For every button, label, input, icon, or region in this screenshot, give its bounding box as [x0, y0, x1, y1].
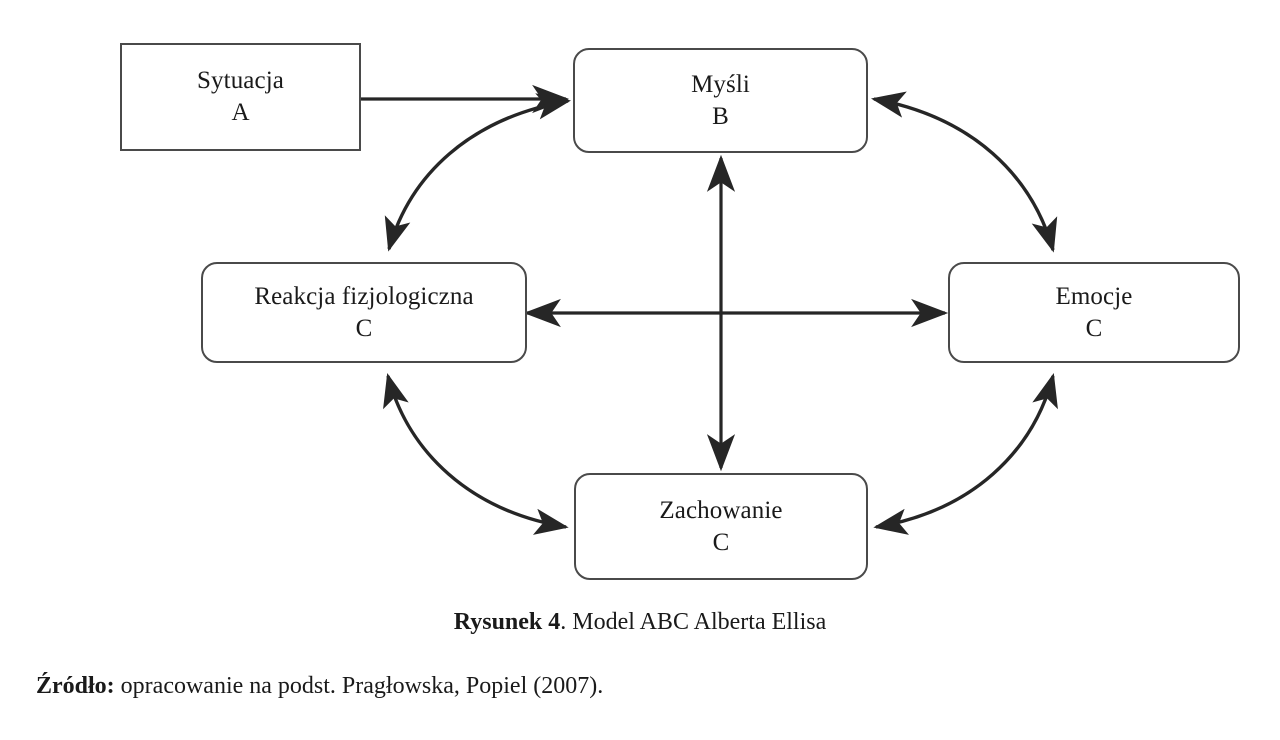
- node-mysli-code: B: [712, 102, 729, 130]
- source-caption-label: Źródło:: [36, 673, 115, 699]
- node-emocje-code: C: [1085, 314, 1103, 342]
- node-sytuacja-title: Sytuacja: [197, 67, 284, 94]
- figure-caption-separator: .: [560, 609, 573, 635]
- figure-caption-text: Model ABC Alberta Ellisa: [572, 609, 827, 635]
- node-sytuacja-code: A: [231, 99, 250, 126]
- node-emocje-title: Emocje: [1055, 282, 1133, 310]
- edge-mysli-to-reakcja: [384, 93, 572, 252]
- node-zachowanie-title: Zachowanie: [659, 496, 783, 524]
- node-mysli-title: Myśli: [691, 70, 750, 98]
- edge-mysli-to-emocje: [870, 91, 1058, 253]
- node-sytuacja[interactable]: Sytuacja A: [120, 43, 361, 151]
- node-mysli[interactable]: Myśli B: [573, 48, 868, 153]
- edge-emocje-to-zachowanie: [873, 373, 1058, 535]
- figure-caption: Rysunek 4. Model ABC Alberta Ellisa: [0, 608, 1280, 637]
- node-reakcja-fizjologiczna[interactable]: Reakcja fizjologiczna C: [201, 262, 527, 363]
- node-zachowanie-code: C: [712, 528, 730, 556]
- node-reakcja-fizjologiczna-code: C: [355, 314, 373, 342]
- edge-reakcja-to-zachowanie: [383, 373, 569, 535]
- node-emocje[interactable]: Emocje C: [948, 262, 1240, 363]
- source-caption-text: opracowanie na podst. Pragłowska, Popiel…: [114, 673, 604, 699]
- figure-caption-label: Rysunek 4: [453, 609, 561, 635]
- node-reakcja-fizjologiczna-title: Reakcja fizjologiczna: [254, 282, 474, 310]
- node-zachowanie[interactable]: Zachowanie C: [574, 473, 868, 580]
- source-caption: Źródło: opracowanie na podst. Pragłowska…: [36, 672, 603, 701]
